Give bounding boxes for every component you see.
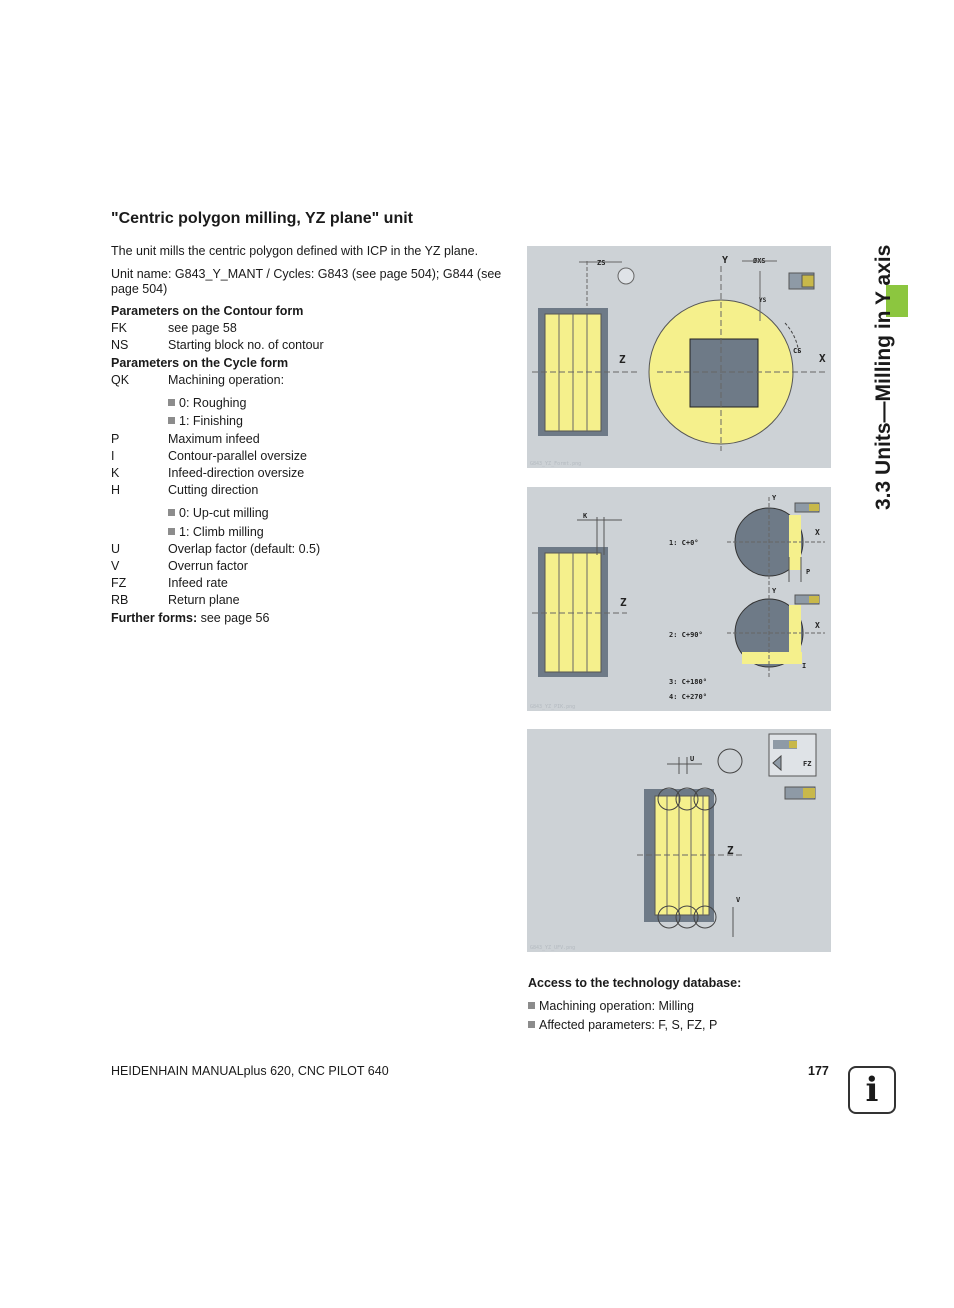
bullet-square-icon	[528, 1021, 535, 1028]
label-k: K	[583, 512, 588, 520]
unit-name-text: Unit name: G843_Y_MANT / Cycles: G843 (s…	[111, 267, 502, 296]
techdb-heading: Access to the technology database:	[528, 976, 742, 990]
figure-polygon-overview: ZS Z Y ØXS YS CS X G843_YZ_Formt.png	[527, 246, 831, 468]
contour-form-heading: Parameters on the Contour form	[111, 304, 304, 318]
position-c180: 3: C+180°	[669, 678, 707, 686]
qk-option-finishing: 1: Finishing	[168, 414, 243, 428]
label-fz: FZ	[803, 760, 811, 768]
position-c90: 2: C+90°	[669, 631, 703, 639]
cycle-form-heading: Parameters on the Cycle form	[111, 356, 289, 370]
figure2-drawing: K Z 1: C+0° 2: C+90° 3: C+180° 4: C+270°…	[530, 494, 825, 710]
label-ys: YS	[759, 297, 767, 304]
label-z: Z	[620, 596, 627, 609]
figure3-drawing: U Z V FZ G843_YZ_UFV.png	[530, 733, 817, 951]
bullet-square-icon	[168, 528, 175, 535]
label-y1: Y	[772, 494, 777, 502]
label-cs: CS	[793, 347, 801, 355]
label-z: Z	[727, 844, 734, 857]
milling-cutter-icon	[617, 267, 635, 285]
label-z: Z	[619, 353, 626, 366]
detail-circle	[717, 748, 743, 774]
figure2-filename: G843_YZ_PIK.png	[530, 704, 575, 710]
label-y2: Y	[772, 587, 777, 595]
chapter-side-title: 3.3 Units—Milling in Y axis	[872, 244, 895, 510]
label-x1: X	[815, 528, 820, 537]
label-i: I	[802, 662, 806, 670]
label-zs: ZS	[597, 259, 605, 267]
figure3-filename: G843_YZ_UFV.png	[530, 945, 575, 951]
label-u: U	[690, 755, 694, 763]
h-option-upcut: 0: Up-cut milling	[168, 506, 269, 520]
techdb-item-parameters: Affected parameters: F, S, FZ, P	[528, 1018, 717, 1033]
footer-product: HEIDENHAIN MANUALplus 620, CNC PILOT 640	[111, 1064, 389, 1078]
label-v: V	[736, 896, 741, 904]
label-p: P	[806, 568, 810, 576]
page-number: 177	[808, 1064, 829, 1078]
bullet-square-icon	[168, 417, 175, 424]
position-c0: 1: C+0°	[669, 539, 699, 547]
qk-option-roughing: 0: Roughing	[168, 396, 246, 410]
intro-text: The unit mills the centric polygon defin…	[111, 244, 479, 258]
figure1-filename: G843_YZ_Formt.png	[530, 461, 581, 467]
section-heading: "Centric polygon milling, YZ plane" unit	[111, 210, 413, 227]
techdb-item-operation: Machining operation: Milling	[528, 999, 694, 1014]
label-y: Y	[722, 255, 728, 266]
feed-arrow-icon	[772, 754, 782, 772]
info-icon: i	[848, 1066, 896, 1114]
chapter-tab	[886, 285, 908, 317]
label-x2: X	[815, 621, 820, 630]
bullet-square-icon	[168, 509, 175, 516]
figure1-drawing: ZS Z Y ØXS YS CS X G843_YZ_Formt.png	[530, 255, 827, 467]
bullet-square-icon	[168, 399, 175, 406]
label-x: X	[819, 352, 826, 365]
figure-infeed-oversize: K Z 1: C+0° 2: C+90° 3: C+180° 4: C+270°…	[527, 487, 831, 711]
polygon-square	[689, 338, 759, 408]
bullet-square-icon	[528, 1002, 535, 1009]
position-c270: 4: C+270°	[669, 693, 707, 701]
h-option-climb: 1: Climb milling	[168, 525, 264, 539]
figure-overlap-overrun: U Z V FZ G843_YZ_UFV.png	[527, 729, 831, 952]
further-forms: Further forms: see page 56	[111, 611, 270, 625]
